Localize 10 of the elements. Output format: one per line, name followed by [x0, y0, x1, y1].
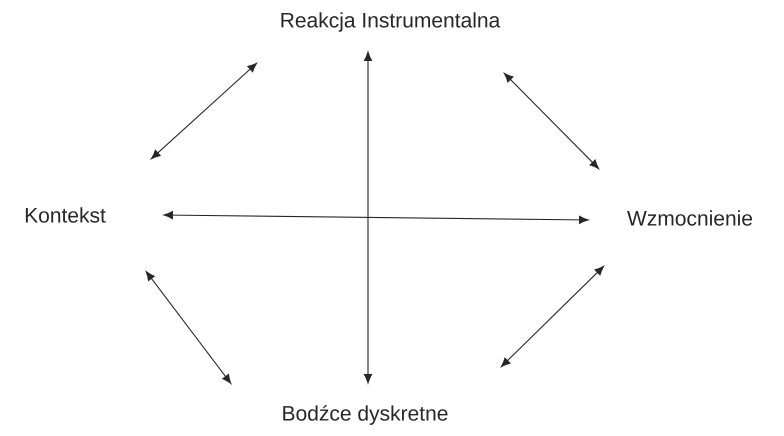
double-arrow: [164, 211, 588, 224]
node-label: Bodźce dyskretne: [283, 405, 448, 425]
double-arrow: [500, 266, 604, 368]
node-label: Wzmocnienie: [627, 210, 752, 226]
double-arrow: [146, 271, 232, 384]
double-arrow: [151, 62, 257, 160]
node-label: Kontekst: [26, 207, 106, 223]
node-label: Reakcja Instrumentalna: [281, 12, 500, 32]
double-arrow: [364, 52, 372, 384]
double-arrow: [504, 72, 600, 170]
